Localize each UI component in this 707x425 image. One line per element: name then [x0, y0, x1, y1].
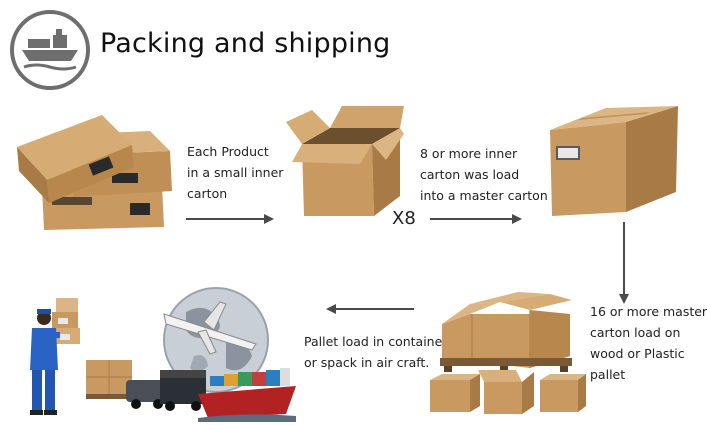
- step-4-line-1: Pallet load in containe: [304, 334, 443, 349]
- master-carton-image: [550, 106, 678, 216]
- step-1-line-1: Each Product: [187, 144, 269, 159]
- arrow-right-icon: [186, 214, 274, 224]
- inner-cartons-image: [17, 115, 172, 230]
- pallet-cartons-image: [430, 292, 586, 414]
- step-2-line-1: 8 or more inner: [420, 146, 518, 161]
- ship-icon: [10, 10, 90, 90]
- step-1-line-3: carton: [187, 186, 228, 201]
- step-2-caption: 8 or more inner carton was load into a m…: [420, 143, 548, 206]
- step-3-line-3: wood or Plastic: [590, 346, 685, 361]
- step-3-line-1: 16 or more master: [590, 304, 707, 319]
- open-carton-image: [286, 106, 404, 216]
- step-2-line-2: carton was load: [420, 167, 520, 182]
- step-4-caption: Pallet load in containe or spack in air …: [304, 331, 442, 373]
- arrow-down-icon: [619, 222, 629, 304]
- step-3-line-2: carton load on: [590, 325, 681, 340]
- logistics-globe-image: [86, 287, 296, 422]
- step-4-line-2: or spack in air craft.: [304, 355, 430, 370]
- delivery-worker-image: [30, 298, 80, 415]
- carton-multiplier: X8: [392, 208, 416, 229]
- step-3-line-4: pallet: [590, 367, 626, 382]
- step-3-caption: 16 or more master carton load on wood or…: [590, 301, 707, 385]
- arrow-left-icon: [326, 304, 414, 314]
- page-title: Packing and shipping: [100, 28, 391, 59]
- arrow-right-icon: [430, 214, 522, 224]
- step-1-line-2: in a small inner: [187, 165, 284, 180]
- step-2-line-3: into a master carton: [420, 188, 548, 203]
- step-1-caption: Each Product in a small inner carton: [187, 141, 283, 204]
